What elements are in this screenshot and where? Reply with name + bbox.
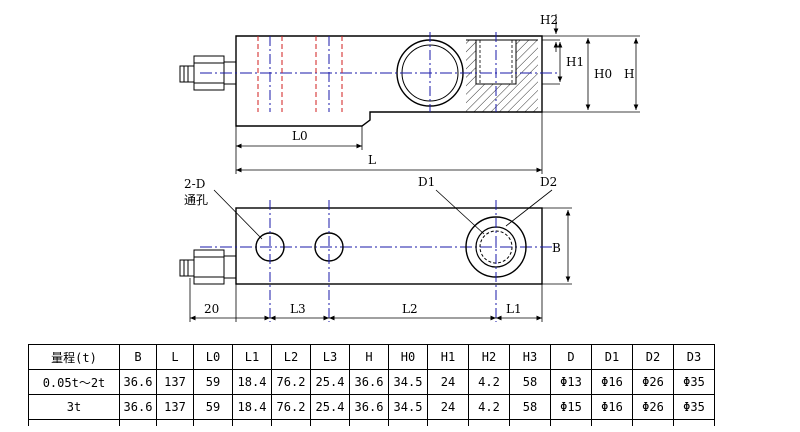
side-body-outline	[235, 35, 543, 127]
col-header: L	[156, 344, 194, 370]
top-leaders	[213, 189, 553, 240]
col-header: H1	[427, 344, 469, 370]
dim-label-20: 20	[204, 302, 219, 316]
table-cell: Φ13	[550, 369, 592, 395]
side-view: L0 L H2 H1 H0 H	[179, 13, 640, 174]
table-cell: Φ16	[591, 394, 633, 420]
table-cell: 137	[156, 394, 194, 420]
col-header: L2	[271, 344, 311, 370]
spec-table: 量程(t) B L L0 L1 L2 L3 H H0 H1 H2 H3 D D1…	[28, 344, 715, 426]
dim-label-l: L	[368, 153, 376, 167]
table-cell: Φ26	[632, 369, 674, 395]
table-cell: Φ35	[673, 369, 715, 395]
top-cable-gland	[179, 249, 237, 285]
col-header: H3	[509, 344, 551, 370]
table-cell: 18.4	[232, 369, 272, 395]
table-cell: 0.05t～2t	[28, 369, 120, 395]
col-header: D2	[632, 344, 674, 370]
table-cell: 36.6	[119, 394, 157, 420]
table-cell: 34.5	[388, 369, 428, 395]
table-cell: 58	[509, 394, 551, 420]
table-cell: 59	[193, 369, 233, 395]
table-cell: Φ15	[550, 394, 592, 420]
strain-gauge-lines	[257, 36, 343, 112]
hole-label-2d: 2-D	[184, 177, 205, 191]
hole-label-through: 通孔	[184, 193, 208, 207]
col-header: D1	[591, 344, 633, 370]
table-cell: 76.2	[271, 394, 311, 420]
col-header: 量程(t)	[28, 344, 120, 370]
table-cell: Φ35	[673, 394, 715, 420]
table-cell: 4.2	[468, 394, 510, 420]
dim-label-b: B	[552, 241, 561, 255]
col-header: B	[119, 344, 157, 370]
dim-label-l2: L2	[402, 302, 418, 316]
top-view: 2-D 通孔 D1 D2 B 20 L3 L2 L1	[179, 175, 572, 322]
table-cell: 76.2	[271, 369, 311, 395]
table-row-partial	[28, 419, 715, 426]
col-header: H0	[388, 344, 428, 370]
load-hole-inner	[479, 230, 513, 264]
table-cell: 36.6	[119, 369, 157, 395]
table-cell: 18.4	[232, 394, 272, 420]
col-header: D3	[673, 344, 715, 370]
table-cell: Φ26	[632, 394, 674, 420]
dim-label-h: H	[624, 67, 634, 81]
table-cell: 137	[156, 369, 194, 395]
table-cell: Φ16	[591, 369, 633, 395]
load-cell-drawing: L0 L H2 H1 H0 H	[179, 13, 640, 322]
table-cell: 3t	[28, 394, 120, 420]
table-cell: 58	[509, 369, 551, 395]
table-cell: 25.4	[310, 369, 350, 395]
dim-label-h0: H0	[594, 67, 612, 81]
col-header: H	[349, 344, 389, 370]
table-cell: 34.5	[388, 394, 428, 420]
table-cell: 24	[427, 369, 469, 395]
side-length-dimensions	[235, 112, 543, 174]
dim-label-l0: L0	[292, 129, 308, 143]
col-header: L1	[232, 344, 272, 370]
dim-label-l3: L3	[290, 302, 306, 316]
top-length-dimensions	[189, 278, 543, 322]
col-header: D	[550, 344, 592, 370]
col-header: L0	[193, 344, 233, 370]
table-cell: 4.2	[468, 369, 510, 395]
dim-label-l1: L1	[506, 302, 522, 316]
side-height-dimensions	[542, 14, 640, 113]
table-cell: 59	[193, 394, 233, 420]
dim-label-d1: D1	[418, 175, 435, 189]
top-body-outline	[235, 207, 543, 285]
col-header: L3	[310, 344, 350, 370]
table-row: 3t 36.6 137 59 18.4 76.2 25.4 36.6 34.5 …	[28, 394, 715, 420]
table-cell: 36.6	[349, 394, 389, 420]
table-cell: 36.6	[349, 369, 389, 395]
dim-label-h1: H1	[566, 55, 584, 69]
table-cell: 24	[427, 394, 469, 420]
spec-table-header-row: 量程(t) B L L0 L1 L2 L3 H H0 H1 H2 H3 D D1…	[28, 344, 715, 370]
table-row: 0.05t～2t 36.6 137 59 18.4 76.2 25.4 36.6…	[28, 369, 715, 395]
col-header: H2	[468, 344, 510, 370]
dim-label-h2: H2	[540, 13, 558, 27]
table-cell: 25.4	[310, 394, 350, 420]
dim-label-d2: D2	[540, 175, 557, 189]
